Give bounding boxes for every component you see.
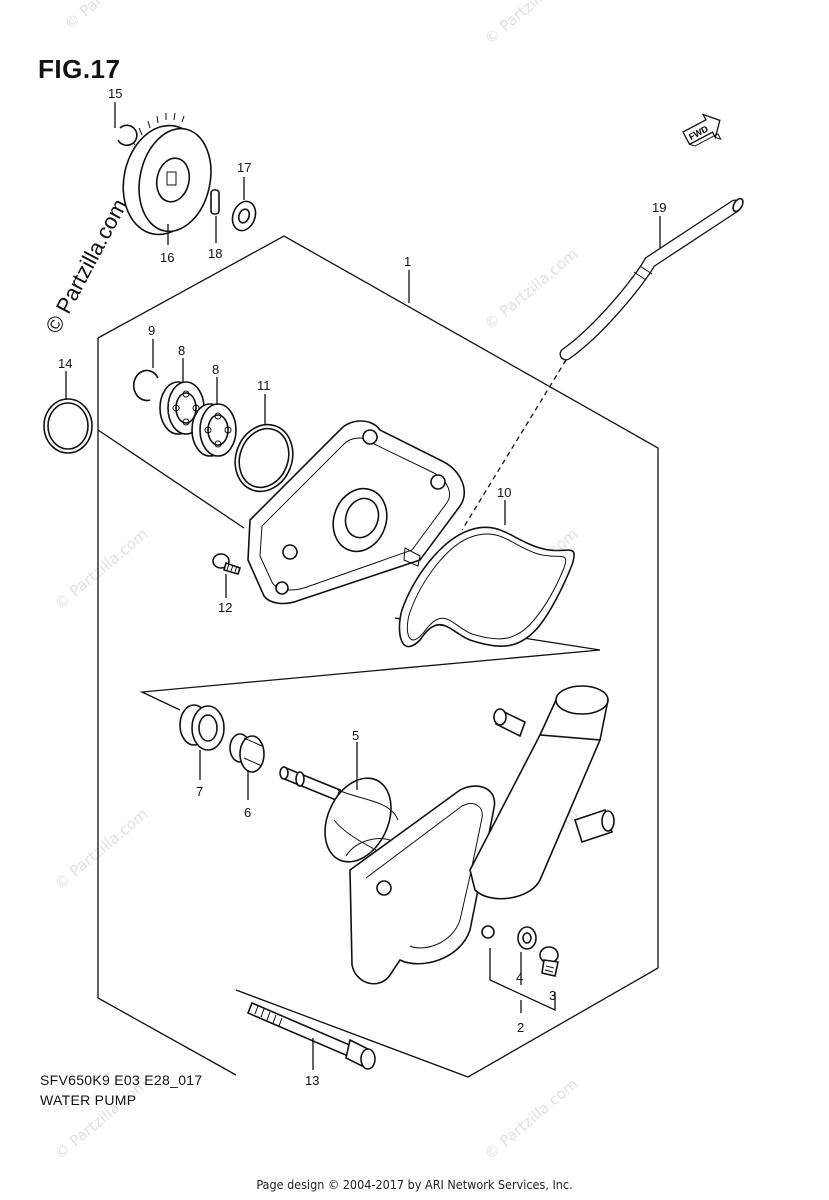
callout-4: 4 [516, 970, 523, 985]
leader-lines [65, 102, 661, 1070]
callout-19: 19 [652, 200, 666, 215]
watermark: © Partzilla.com [61, 0, 161, 33]
diagram-name: WATER PUMP [40, 1092, 137, 1108]
hose-19 [461, 197, 744, 531]
bolt-12 [212, 553, 242, 575]
watermark: © Partzilla.com [481, 245, 581, 333]
callout-7: 7 [196, 784, 203, 799]
callout-5: 5 [352, 728, 359, 743]
watermark: © Partzilla.com [481, 0, 581, 48]
o-ring-11 [234, 423, 294, 493]
bolt-13 [246, 1001, 376, 1070]
watermark: © Partzilla.com [481, 1075, 581, 1163]
callout-12: 12 [218, 600, 232, 615]
pump-cover [247, 420, 465, 605]
callout-6: 6 [244, 805, 251, 820]
pin-18 [210, 189, 220, 215]
page-credit: Page design © 2004-2017 by ARI Network S… [256, 1177, 573, 1192]
callout-13: 13 [305, 1073, 319, 1088]
callout-labels: 1 2 3 4 5 6 7 8 8 9 10 11 12 13 14 15 16… [58, 86, 666, 1088]
pump-housing [349, 685, 615, 985]
washer-4 [517, 926, 537, 950]
callout-8b: 8 [212, 362, 219, 377]
o-ring-14 [43, 398, 93, 454]
callout-8a: 8 [178, 343, 185, 358]
circlip-9 [132, 369, 159, 402]
oil-seal-7 [179, 704, 225, 751]
watermark: © Partzilla.com [51, 805, 151, 893]
callout-16: 16 [160, 250, 174, 265]
callout-14: 14 [58, 356, 72, 371]
fwd-arrow-icon: FWD [682, 113, 722, 147]
diagram-code: SFV650K9 E03 E28_017 [40, 1072, 203, 1088]
partzilla-watermark: © Partzilla.com [40, 195, 132, 338]
callout-9: 9 [148, 323, 155, 338]
callout-11: 11 [257, 378, 271, 393]
callout-17: 17 [237, 160, 251, 175]
callout-3: 3 [549, 988, 556, 1003]
watermark: © Partzilla.com [51, 525, 151, 613]
mechanical-seal-6 [229, 733, 265, 773]
assembly-outline [97, 235, 659, 1078]
bolt-3 [539, 946, 559, 977]
callout-2: 2 [517, 1020, 524, 1035]
watermark: © Partzilla.com [51, 1075, 151, 1163]
callout-18: 18 [208, 246, 222, 261]
washer-17 [231, 200, 257, 232]
bearing-8b [191, 403, 237, 457]
callout-15: 15 [108, 86, 122, 101]
callout-10: 10 [497, 485, 511, 500]
gear-16 [117, 112, 212, 236]
figure-title: FIG.17 [38, 54, 121, 84]
callout-1: 1 [404, 254, 411, 269]
